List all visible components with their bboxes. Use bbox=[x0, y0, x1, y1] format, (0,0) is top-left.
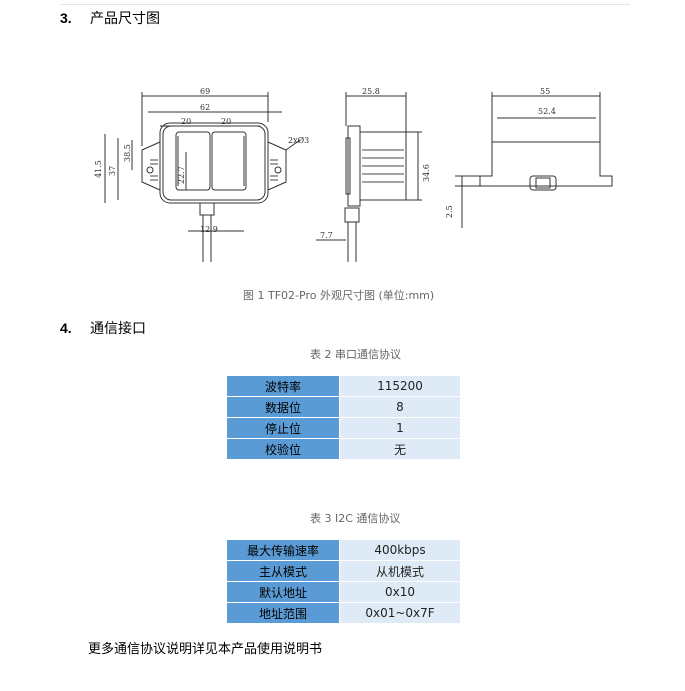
section-3-heading: 3. 产品尺寸图 bbox=[60, 8, 160, 28]
table-2-caption: 表 2 串口通信协议 bbox=[310, 348, 401, 361]
front-view bbox=[104, 92, 301, 262]
dim-7-7: 7.7 bbox=[320, 231, 333, 240]
dim-69: 69 bbox=[200, 87, 210, 96]
table-key: 波特率 bbox=[226, 375, 340, 397]
table-key: 数据位 bbox=[226, 396, 340, 418]
dim-41-5: 41.5 bbox=[94, 160, 103, 178]
table-key: 校验位 bbox=[226, 438, 340, 460]
dim-hole: 2xØ3 bbox=[288, 136, 309, 145]
table-row: 数据位 8 bbox=[226, 396, 461, 418]
table-key: 最大传输速率 bbox=[226, 539, 340, 561]
dim-55: 55 bbox=[540, 87, 550, 96]
dim-12-9: 12.9 bbox=[200, 225, 218, 234]
table-key: 地址范围 bbox=[226, 602, 340, 624]
table-value: 无 bbox=[339, 438, 461, 460]
dim-2-5: 2.5 bbox=[445, 205, 454, 218]
table-key: 默认地址 bbox=[226, 581, 340, 603]
table-row: 校验位 无 bbox=[226, 438, 461, 460]
table-row: 默认地址 0x10 bbox=[226, 581, 461, 603]
section-3-number: 3. bbox=[60, 10, 72, 26]
dim-20-right: 20 bbox=[221, 117, 231, 126]
table-key: 主从模式 bbox=[226, 560, 340, 582]
section-4-number: 4. bbox=[60, 320, 72, 336]
table-row: 地址范围 0x01~0x7F bbox=[226, 602, 461, 624]
top-divider bbox=[60, 4, 630, 5]
table-value: 0x10 bbox=[339, 581, 461, 603]
i2c-protocol-table: 最大传输速率 400kbps 主从模式 从机模式 默认地址 0x10 地址范围 … bbox=[226, 539, 461, 624]
side-view bbox=[316, 92, 422, 262]
table-row: 停止位 1 bbox=[226, 417, 461, 439]
dimension-drawing: 69 62 20 20 2xØ3 12.9 25.8 7.7 55 52.4 4… bbox=[94, 87, 613, 262]
table-row: 主从模式 从机模式 bbox=[226, 560, 461, 582]
dim-38-5: 38.5 bbox=[123, 144, 132, 162]
dim-62: 62 bbox=[200, 103, 210, 112]
table-row: 最大传输速率 400kbps bbox=[226, 539, 461, 561]
dim-20-left: 20 bbox=[181, 117, 191, 126]
section-4-title: 通信接口 bbox=[90, 321, 146, 337]
table-row: 波特率 115200 bbox=[226, 375, 461, 397]
table-value: 8 bbox=[339, 396, 461, 418]
footnote-text: 更多通信协议说明详见本产品使用说明书 bbox=[88, 642, 323, 657]
table-value: 400kbps bbox=[339, 539, 461, 561]
table-value: 从机模式 bbox=[339, 560, 461, 582]
table-3-caption: 表 3 I2C 通信协议 bbox=[310, 512, 401, 525]
section-3-title: 产品尺寸图 bbox=[90, 11, 160, 27]
table-key: 停止位 bbox=[226, 417, 340, 439]
dim-25-8: 25.8 bbox=[362, 87, 380, 96]
dim-22-7: 22.7 bbox=[177, 166, 186, 184]
dim-34-6: 34.6 bbox=[422, 164, 431, 182]
table-value: 115200 bbox=[339, 375, 461, 397]
dim-52-4: 52.4 bbox=[538, 107, 556, 116]
table-value: 0x01~0x7F bbox=[339, 602, 461, 624]
serial-protocol-table: 波特率 115200 数据位 8 停止位 1 校验位 无 bbox=[226, 375, 461, 460]
figure-caption: 图 1 TF02-Pro 外观尺寸图 (单位:mm) bbox=[243, 289, 435, 302]
bottom-view bbox=[455, 92, 613, 228]
table-value: 1 bbox=[339, 417, 461, 439]
dim-37: 37 bbox=[108, 166, 117, 176]
section-4-heading: 4. 通信接口 bbox=[60, 318, 146, 338]
